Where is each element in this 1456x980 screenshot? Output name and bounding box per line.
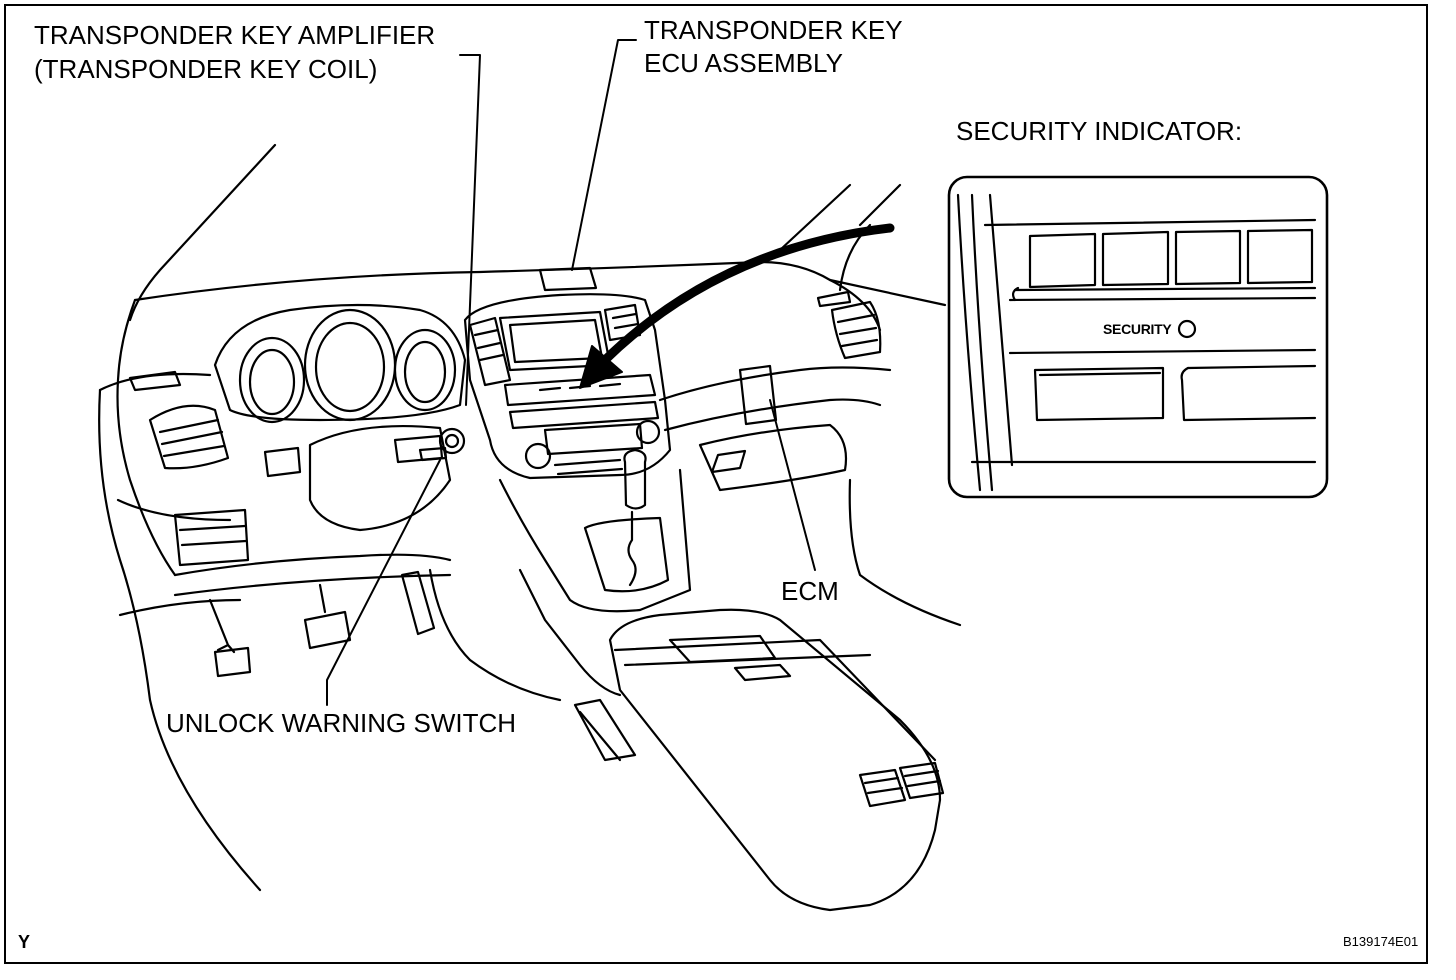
pointer-arrow <box>579 223 895 389</box>
security-indicator-label: SECURITY INDICATOR: <box>956 116 1243 146</box>
center-console <box>463 266 672 480</box>
figure-code: B139174E01 <box>1343 934 1419 949</box>
lower-dash <box>118 508 452 617</box>
security-text: SECURITY <box>1103 321 1172 337</box>
dashboard-outline <box>98 260 947 892</box>
windshield-outline <box>128 143 902 322</box>
steering-column <box>308 424 466 532</box>
leader-lines <box>326 39 816 706</box>
left-vent <box>128 370 302 478</box>
ecm-label: ECM <box>781 576 839 606</box>
corner-mark: Y <box>18 932 31 952</box>
shifter <box>428 448 692 702</box>
instrument-cluster <box>213 303 467 424</box>
figure-frame <box>4 4 1428 964</box>
unlock-warning-switch-label: UNLOCK WARNING SWITCH <box>166 708 517 738</box>
security-inset <box>947 175 1329 499</box>
right-dash <box>658 290 962 627</box>
amplifier-sub-label: (TRANSPONDER KEY COIL) <box>34 54 378 84</box>
ecu-label-line1: TRANSPONDER KEY <box>644 15 903 45</box>
amplifier-label: TRANSPONDER KEY AMPLIFIER <box>34 20 436 50</box>
ecu-label-line2: ECU ASSEMBLY <box>644 48 843 78</box>
pedals <box>208 570 436 678</box>
console-box <box>573 608 945 912</box>
